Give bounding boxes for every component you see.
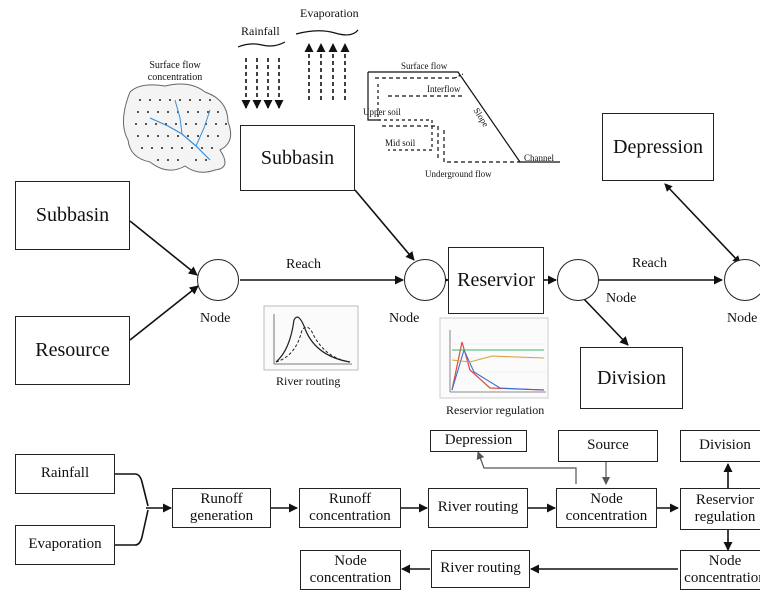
node-circle-1 [197,259,239,301]
interflow-label: Interflow [427,84,461,94]
underground-flow-label: Underground flow [425,169,492,179]
mid-soil-label: Mid soil [385,138,416,148]
depression-box: Depression [602,113,714,181]
flow-depression-box: Depression [430,430,527,452]
evaporation-label: Evaporation [300,6,359,20]
node-concentration-box-2: Node concentration [680,550,760,590]
resource-box: Resource [15,316,130,385]
node-circle-2 [404,259,446,301]
reach-label-2: Reach [632,256,667,271]
subbasin-left-box: Subbasin [15,181,130,250]
surface-flow-label: Surface flow [401,61,448,71]
runoff-concentration-box: Runoff concentration [299,488,401,528]
channel-label: Channel [524,153,554,163]
soil-flow-schematic [367,71,560,163]
reservior-regulation-chart-icon [439,317,549,399]
node-circle-4 [724,259,760,301]
reservior-regulation-label: Reservior regulation [446,403,545,417]
subbasin-center-box: Subbasin [240,125,355,191]
runoff-generation-box: Runoff generation [172,488,271,528]
node-circle-3 [557,259,599,301]
node-concentration-box-1: Node concentration [556,488,657,528]
flow-division-box: Division [680,430,760,462]
node-label-2: Node [389,311,420,326]
weather-icon [237,29,359,109]
division-box: Division [580,347,683,409]
node-label-4: Node [727,311,758,326]
surface-flow-concentration-label: Surface flow concentration [147,60,203,83]
flow-rainfall-box: Rainfall [15,454,115,494]
source-box: Source [558,430,658,462]
reservior-box: Reservior [448,247,544,314]
upper-soil-label: Upper soil [363,107,401,117]
node-label-3: Node [606,291,637,306]
watershed-map-icon [123,83,232,173]
rainfall-label: Rainfall [241,24,280,38]
river-routing-box-2: River routing [431,550,530,588]
river-routing-label: River routing [276,374,341,388]
reach-label-1: Reach [286,257,321,272]
node-concentration-box-3: Node concentration [300,550,401,590]
node-label-1: Node [200,311,231,326]
flow-evaporation-box: Evaporation [15,525,115,565]
reservior-regulation-box: Reservior regulation [680,488,760,530]
river-routing-chart-icon [263,305,359,371]
river-routing-box-1: River routing [428,488,528,528]
